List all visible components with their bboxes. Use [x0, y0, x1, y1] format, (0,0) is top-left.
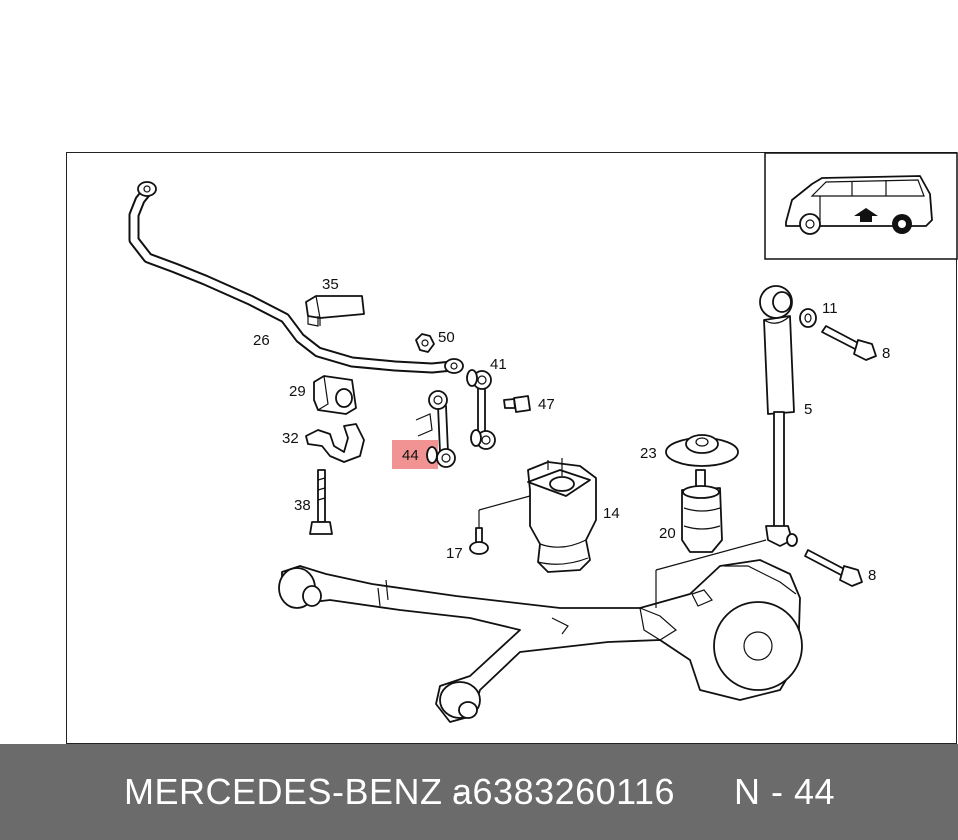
label-38: 38 — [294, 497, 311, 514]
vehicle-inset — [764, 152, 958, 260]
bar-bracket — [305, 295, 365, 327]
label-41: 41 — [490, 356, 507, 373]
washer — [799, 308, 817, 328]
long-bolt — [309, 469, 333, 535]
label-20: 20 — [659, 525, 676, 542]
link-rod-44 — [392, 390, 456, 469]
label-14: 14 — [603, 505, 620, 522]
label-8-upper: 8 — [882, 345, 890, 362]
bump-stop-cap — [665, 434, 739, 467]
label-47: 47 — [538, 396, 555, 413]
label-35: 35 — [322, 276, 339, 293]
label-29: 29 — [289, 383, 306, 400]
label-32: 32 — [282, 430, 299, 447]
bump-stop — [681, 469, 723, 553]
part-number: a6383260116 — [452, 771, 676, 812]
stabilizer-bar — [128, 181, 464, 374]
bolt-8-lower — [804, 549, 863, 587]
label-8-lower: 8 — [868, 567, 876, 584]
bolt-47 — [503, 395, 531, 413]
van-icon — [785, 175, 933, 235]
footer-bar: MERCEDES-BENZ - a6383260116 N - 44 — [0, 744, 958, 840]
brand-name: MERCEDES-BENZ - — [124, 771, 466, 812]
label-23: 23 — [640, 445, 657, 462]
clamp — [305, 423, 365, 463]
label-50: 50 — [438, 329, 455, 346]
nut — [415, 333, 435, 353]
label-26: 26 — [253, 332, 270, 349]
link-rod-41 — [466, 369, 496, 450]
label-17: 17 — [446, 545, 463, 562]
label-5: 5 — [804, 401, 812, 418]
diagram-reference: N - 44 — [734, 771, 836, 812]
screw — [469, 495, 531, 555]
bolt-8-upper — [821, 325, 877, 361]
shock-absorber — [759, 285, 798, 547]
air-spring — [527, 458, 597, 573]
label-44: 44 — [402, 447, 419, 464]
label-11: 11 — [822, 300, 838, 317]
axle-carrier — [278, 539, 803, 723]
bushing — [313, 375, 357, 415]
parts-diagram: 26 35 50 41 47 29 32 38 44 11 8 5 23 20 … — [128, 152, 958, 723]
